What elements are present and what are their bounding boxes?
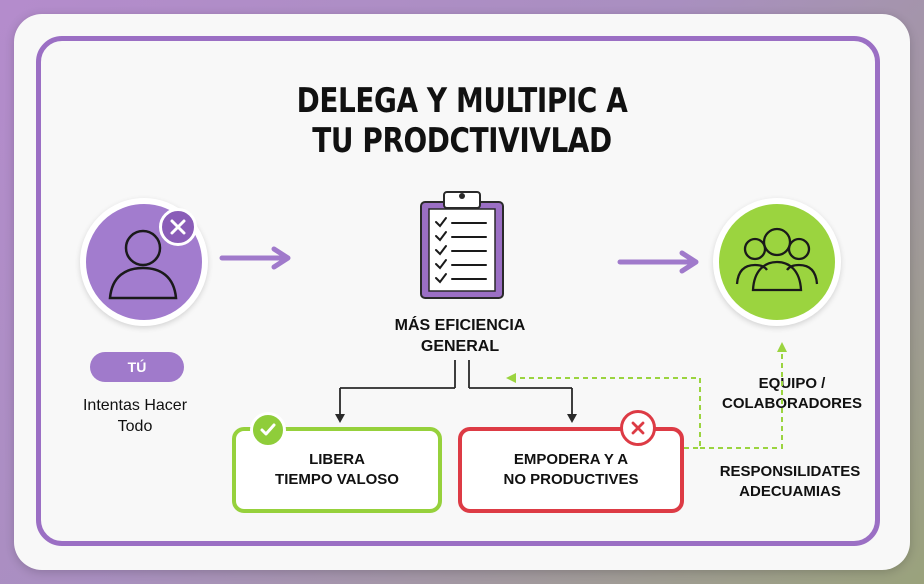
team-circle (713, 198, 841, 326)
check-badge (250, 412, 286, 448)
x-icon (170, 219, 186, 235)
empower-line-1: EMPODERA Y A (513, 450, 629, 468)
check-icon (260, 423, 276, 436)
clipboard-checklist-icon (420, 191, 504, 299)
you-description-line-1: Intentas Hacer (82, 397, 188, 414)
responsibilities-line-2: ADECUAMIAS (739, 482, 841, 500)
team-label-line-2: COLABORADORES (722, 394, 863, 412)
arrow-right-icon (219, 246, 291, 270)
title-line-1: DELEGA Y MULTIPIC A (296, 81, 628, 121)
free-time-line-2: TIEMPO VALOSO (275, 471, 399, 488)
responsibilities-label: RESPONSILIDATES ADECUAMIAS (700, 462, 880, 501)
team-label: EQUIPO / COLABORADORES (722, 374, 862, 413)
circle-x-icon (631, 421, 645, 435)
arrow-right-icon (617, 250, 699, 274)
purple-frame (36, 36, 880, 546)
you-badge: TÚ (90, 352, 184, 382)
center-label-line-1: MÁS EFICIENCIA (394, 317, 526, 334)
responsibilities-line-1: RESPONSILIDATES (719, 463, 861, 480)
center-label: MÁS EFICIENCIA GENERAL (370, 316, 550, 358)
center-label-line-2: GENERAL (420, 337, 500, 355)
team-label-line-1: EQUIPO / (758, 375, 826, 392)
group-icon (735, 227, 819, 292)
free-time-line-1: LIBERA (309, 450, 365, 468)
error-badge (620, 410, 656, 446)
title-line-2: TU PRODCTIVIVLAD (312, 121, 612, 161)
x-badge (159, 208, 197, 246)
empower-line-2: NO PRODUCTIVES (503, 471, 639, 488)
you-description: Intentas Hacer Todo (60, 396, 210, 438)
you-description-line-2: Todo (117, 417, 153, 435)
person-icon (108, 229, 178, 300)
